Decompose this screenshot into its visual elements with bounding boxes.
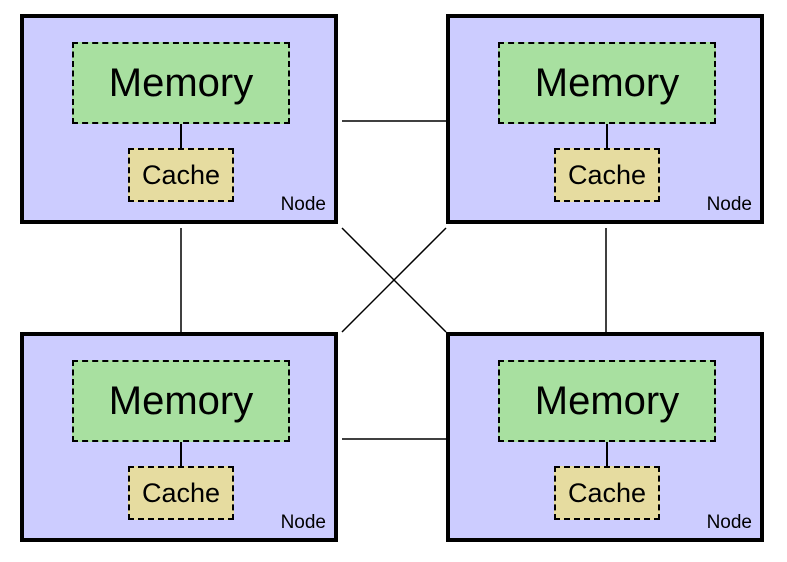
- cache-box: Cache: [554, 466, 660, 520]
- node-label: Node: [706, 512, 752, 533]
- node-bottom-left: Memory Cache Node: [20, 332, 338, 542]
- memory-cache-connector: [606, 124, 608, 148]
- cache-label: Cache: [141, 477, 221, 508]
- memory-box: Memory: [72, 42, 290, 124]
- cache-label: Cache: [141, 159, 221, 190]
- memory-cache-connector: [606, 442, 608, 466]
- node-label: Node: [280, 512, 326, 533]
- memory-box: Memory: [498, 42, 716, 124]
- cache-box: Cache: [128, 466, 234, 520]
- node-bottom-right: Memory Cache Node: [446, 332, 764, 542]
- memory-label: Memory: [534, 378, 680, 423]
- memory-label: Memory: [108, 60, 254, 105]
- memory-box: Memory: [72, 360, 290, 442]
- node-label: Node: [706, 194, 752, 215]
- link-diagonal-up: [341, 227, 447, 333]
- memory-box: Memory: [498, 360, 716, 442]
- node-top-left: Memory Cache Node: [20, 14, 338, 224]
- cache-box: Cache: [554, 148, 660, 202]
- node-label: Node: [280, 194, 326, 215]
- memory-cache-connector: [180, 124, 182, 148]
- cache-box: Cache: [128, 148, 234, 202]
- node-top-right: Memory Cache Node: [446, 14, 764, 224]
- memory-label: Memory: [108, 378, 254, 423]
- memory-cache-connector: [180, 442, 182, 466]
- cache-label: Cache: [567, 159, 647, 190]
- cache-label: Cache: [567, 477, 647, 508]
- memory-label: Memory: [534, 60, 680, 105]
